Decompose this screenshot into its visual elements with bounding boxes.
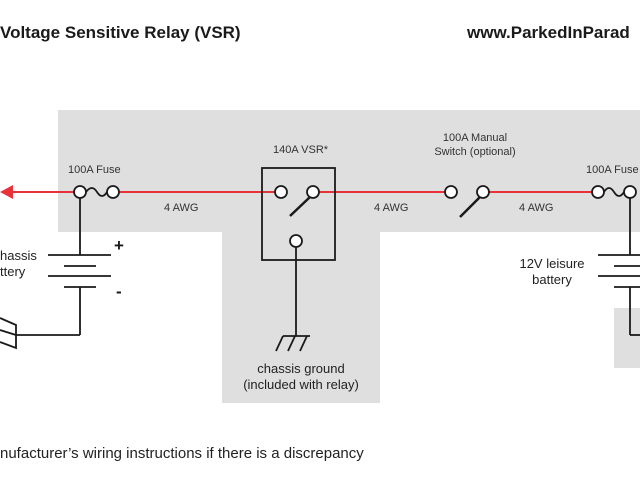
left-fuse-label: 100A Fuse	[68, 164, 121, 176]
ground-label-line1: chassis ground	[257, 361, 345, 376]
ground-label-line2: (included with relay)	[243, 377, 359, 392]
website-url: www.ParkedInParad	[467, 23, 630, 42]
manual-switch-label-line2: Switch (optional)	[434, 146, 516, 158]
arrow-left-icon	[0, 185, 13, 199]
manual-switch-symbol	[444, 185, 490, 218]
footer-note: nufacturer’s wiring instructions if ther…	[0, 445, 364, 462]
ground-icon	[275, 335, 310, 352]
leisure-battery-symbol	[598, 198, 640, 336]
vsr-label: 140A VSR*	[273, 144, 329, 156]
minus-sign: -	[116, 282, 122, 301]
vsr-relay-symbol	[261, 167, 336, 336]
page-title: Voltage Sensitive Relay (VSR)	[0, 23, 241, 42]
manual-switch-label-line1: 100A Manual	[442, 132, 508, 144]
plus-sign: +	[114, 236, 124, 255]
leisure-battery-label-line1: 12V leisure	[519, 256, 585, 271]
wire-label: 4 AWG	[519, 202, 554, 214]
wire-label: 4 AWG	[164, 202, 199, 214]
chassis-battery-label-line2: ttery	[0, 264, 26, 279]
wire-label: 4 AWG	[374, 202, 409, 214]
highlight-region	[58, 110, 640, 403]
left-fuse-symbol	[73, 185, 120, 199]
chassis-battery-symbol	[0, 198, 111, 350]
leisure-battery-label-line2: battery	[532, 272, 572, 287]
right-fuse-label: 100A Fuse	[586, 164, 639, 176]
chassis-battery-label-line1: hassis	[0, 248, 37, 263]
